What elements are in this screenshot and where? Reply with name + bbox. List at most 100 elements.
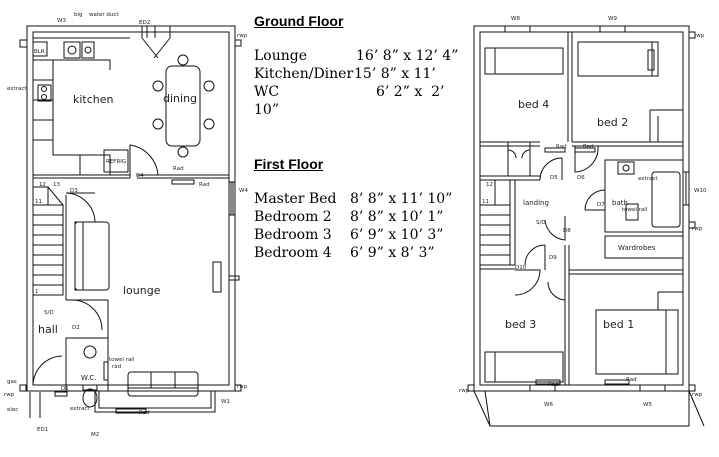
room-size: 15’ 8” x 11’ <box>354 66 436 82</box>
door-d5 <box>539 157 563 181</box>
label-rad: Rad <box>626 377 637 383</box>
label-big: big <box>74 12 83 18</box>
room-label-hall: hall <box>38 323 58 336</box>
ground-outer-wall <box>26 25 236 392</box>
label-rad: Rad <box>173 166 184 172</box>
label-w10: W10 <box>694 188 707 194</box>
room-label-lounge: lounge <box>123 284 161 297</box>
radiator <box>544 147 566 153</box>
room-name: Kitchen/Diner <box>254 66 354 82</box>
label-sd: S/D <box>44 310 54 316</box>
kitchen-worktop <box>32 37 130 175</box>
rwp <box>688 221 696 229</box>
label-rad: Rad <box>139 410 150 416</box>
room-size: 6’ 9” x 10’ 3” <box>350 227 444 243</box>
label-extract: extract <box>7 86 27 92</box>
room-label-bath: bath <box>612 199 628 207</box>
label-d5: D5 <box>550 175 558 181</box>
bath-toilet <box>625 203 639 221</box>
wc-room <box>65 337 109 392</box>
first-outer-wall <box>473 25 690 392</box>
label-rwp: rwp <box>459 388 470 394</box>
sofa <box>74 221 110 291</box>
label-refrig: REFRIG <box>106 159 126 165</box>
room-size: 16’ 8” x 12’ 4” <box>356 48 459 64</box>
wc-basin <box>83 345 97 359</box>
window-w4 <box>229 181 235 216</box>
room-name: Master Bed <box>254 191 337 207</box>
room-size-row: Kitchen/Diner 15’ 8” x 11’ <box>254 65 464 83</box>
label-w3: W3 <box>57 18 66 24</box>
room-size: 6’ 2” x 2’ <box>376 84 445 100</box>
room-label-bed2: bed 2 <box>597 116 628 129</box>
label-rad: Rad <box>556 144 567 150</box>
label-towel-rail: towel rail <box>622 207 648 213</box>
label-w5: W5 <box>643 402 652 408</box>
first-floor-heading: First Floor <box>254 156 324 172</box>
room-size-row: Lounge 16’ 8” x 12’ 4” <box>254 47 464 65</box>
label-d4: D4 <box>136 173 144 179</box>
label-extract: extract <box>638 176 658 182</box>
label-d2: D2 <box>72 325 80 331</box>
door-d6 <box>574 145 599 173</box>
label-step: 11 <box>482 199 489 205</box>
front-bay <box>94 391 216 413</box>
staircase <box>479 179 511 266</box>
label-rwp: rwp <box>237 384 248 390</box>
ground-floor-plan <box>19 25 242 418</box>
label-rad: Rad <box>548 382 559 388</box>
label-d3: D3 <box>70 188 78 194</box>
radiator <box>535 379 561 385</box>
room-label-bed3: bed 3 <box>505 318 536 331</box>
label-m2: M2 <box>91 432 99 438</box>
label-towel-rail: towel rail <box>109 357 135 363</box>
first-floor-plan <box>467 25 705 427</box>
door-d10 <box>514 269 541 296</box>
dining-chair <box>203 118 215 130</box>
label-wardrobes: Wardrobes <box>618 244 656 252</box>
radiator <box>604 379 630 385</box>
rwp <box>688 384 696 392</box>
bath-tub <box>651 171 681 228</box>
room-name: Bedroom 3 <box>254 227 332 243</box>
door-d1 <box>32 355 63 386</box>
bed <box>595 309 679 375</box>
label-rad: rad <box>112 364 121 370</box>
room-name: Bedroom 4 <box>254 245 332 261</box>
french-doors <box>141 26 171 59</box>
door-d4 <box>129 144 159 178</box>
room-size: 8’ 8” x 10’ 1” <box>350 209 444 225</box>
room-label-wc: W.C. <box>81 374 96 382</box>
bathroom <box>604 159 684 233</box>
label-ed1: ED1 <box>37 427 48 433</box>
ground-floor-heading: Ground Floor <box>254 13 344 29</box>
room-label-landing: landing <box>523 199 549 207</box>
kitchen-sink <box>63 41 81 59</box>
label-w1: W1 <box>221 399 230 405</box>
room-name: Lounge <box>254 48 308 64</box>
label-ed2: ED2 <box>139 20 150 26</box>
label-d9: D9 <box>549 255 557 261</box>
label-rwp: rwp <box>692 226 703 232</box>
label-w9: W9 <box>608 16 617 22</box>
rwp <box>467 384 475 392</box>
kitchen-hob <box>37 84 52 102</box>
wc-toilet <box>82 388 98 408</box>
label-elec: elec <box>7 407 18 413</box>
room-name: WC <box>254 84 280 100</box>
room-sizes-panel: Ground Floor Lounge 16’ 8” x 12’ 4” Kitc… <box>254 12 464 262</box>
label-step: 12 <box>39 182 46 188</box>
rwp <box>234 39 242 47</box>
label-d8: D8 <box>563 228 571 234</box>
door-d2 <box>71 299 103 331</box>
radiator <box>574 147 596 153</box>
label-water-duct: water duct <box>89 12 119 18</box>
window-bottom <box>529 385 666 391</box>
door-d3 <box>65 192 96 223</box>
room-size-row: Bedroom 3 6’ 9” x 10’ 3” <box>254 226 464 244</box>
room-size: 6’ 9” x 8’ 3” <box>350 245 435 261</box>
label-step: 1 <box>35 289 39 295</box>
label-rwp: rwp <box>237 33 248 39</box>
dining-chair <box>203 80 215 92</box>
mat <box>54 391 68 397</box>
